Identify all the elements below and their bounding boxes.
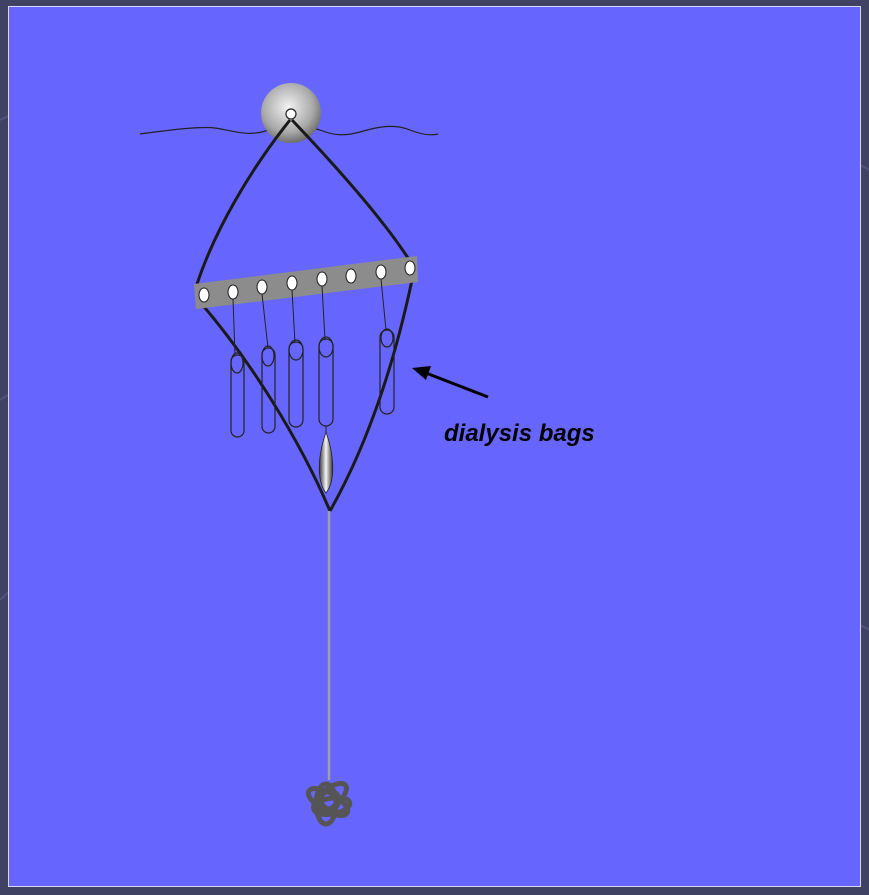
- upper-left-line: [195, 119, 292, 285]
- dialysis-bags-label: dialysis bags: [444, 420, 595, 447]
- water-surface-line: [139, 125, 439, 136]
- bag-top: [230, 352, 244, 374]
- bag-top: [261, 345, 275, 367]
- annotation-arrow: [412, 366, 489, 399]
- anchor-tangle: [305, 780, 353, 827]
- dialysis-bag: [379, 329, 395, 415]
- dialysis-bag-group: [230, 328, 395, 438]
- bar-hole: [316, 271, 328, 287]
- bar-hole: [227, 284, 239, 300]
- bag-top: [380, 328, 394, 348]
- support-bar: [194, 256, 418, 309]
- hanger-strings: [232, 278, 387, 356]
- buoy-eyelet: [285, 108, 297, 120]
- bar-hole: [286, 275, 298, 291]
- sinker-weight: [318, 430, 334, 494]
- bag-top: [288, 339, 304, 361]
- upper-right-line: [290, 118, 410, 259]
- lower-left-line: [198, 301, 332, 512]
- dialysis-bag: [318, 338, 334, 427]
- bar-hole: [375, 264, 387, 280]
- bar-hole: [404, 260, 416, 276]
- bar-hole: [256, 279, 268, 295]
- dialysis-bag: [261, 347, 276, 434]
- bar-holes: [198, 260, 416, 303]
- dialysis-bag: [230, 354, 245, 438]
- bag-top: [318, 336, 334, 358]
- lower-right-line: [328, 279, 414, 512]
- bar-hole: [198, 287, 210, 303]
- bar-hole: [345, 268, 357, 284]
- dialysis-bag: [288, 341, 304, 428]
- diagram-panel: [8, 6, 861, 887]
